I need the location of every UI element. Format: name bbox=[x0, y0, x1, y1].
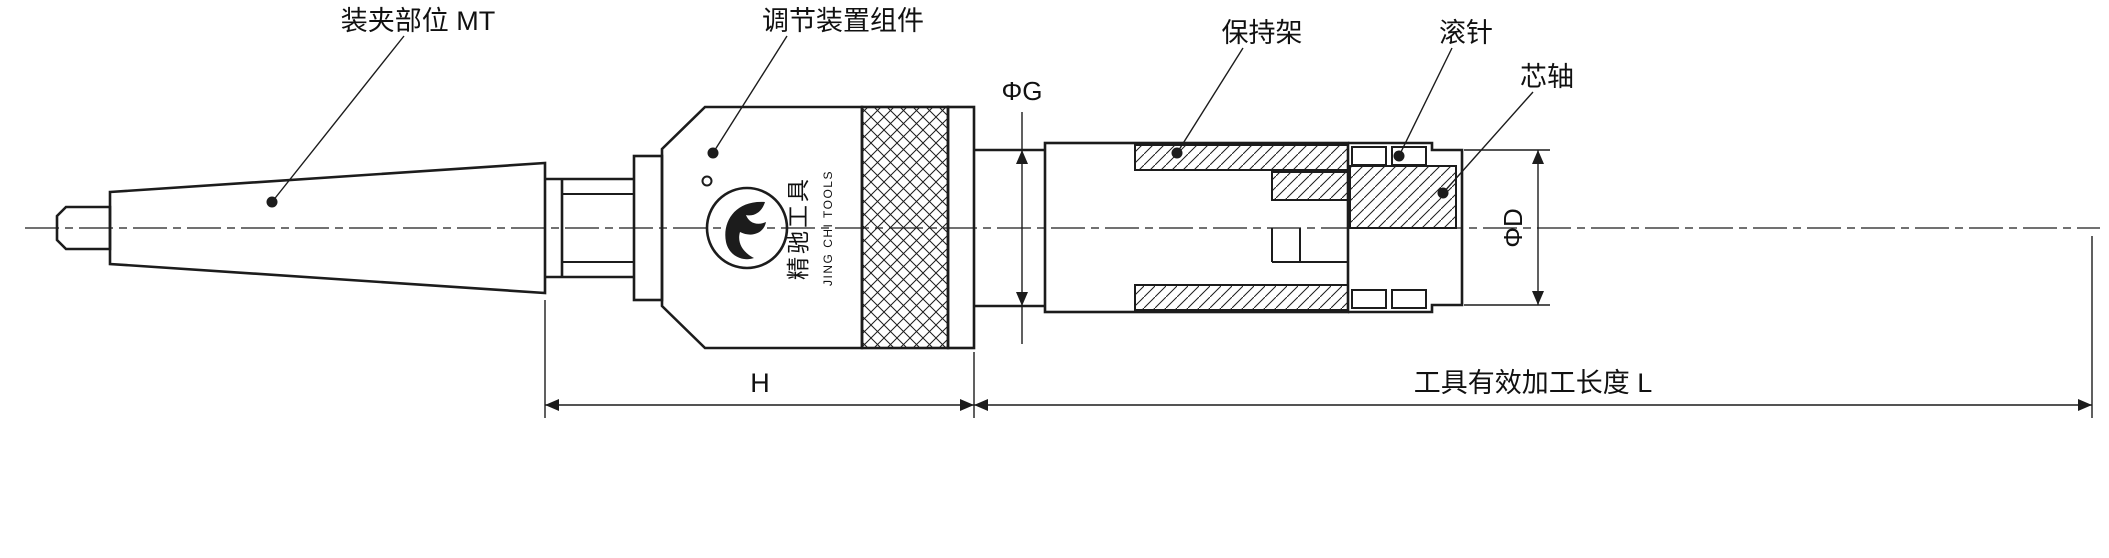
dim-d-arrow-bottom bbox=[1532, 291, 1544, 305]
needle-roller-bottom-rear bbox=[1351, 289, 1387, 309]
dim-h-arrow-right bbox=[960, 399, 974, 411]
label-needle-roller: 滚针 bbox=[1439, 18, 1493, 48]
dim-l-arrow-left bbox=[974, 399, 988, 411]
leader-cage-dot bbox=[1171, 147, 1183, 159]
label-clamp-section: 装夹部位 MT bbox=[341, 6, 496, 36]
leader-clamp-line bbox=[271, 35, 405, 203]
mandrel-rear-section bbox=[1271, 171, 1349, 201]
end-band bbox=[946, 105, 976, 350]
adjust-nut-steps bbox=[1271, 228, 1348, 263]
cage-section-bottom bbox=[1134, 284, 1349, 311]
dim-h-arrow-left bbox=[545, 399, 559, 411]
dim-d-extension-lines bbox=[1464, 149, 1550, 306]
dim-l-arrow-right bbox=[2078, 399, 2092, 411]
needle-roller-top-front bbox=[1391, 146, 1427, 166]
mandrel-front-section bbox=[1349, 165, 1457, 229]
step-cylinder bbox=[974, 148, 1045, 308]
leader-mandrel-line bbox=[1442, 91, 1534, 194]
needle-roller-bottom-front bbox=[1391, 289, 1427, 309]
leader-adjuster-line bbox=[712, 35, 788, 154]
label-dia-g: ΦG bbox=[1002, 76, 1043, 106]
neck bbox=[545, 177, 634, 279]
leader-clamp-dot bbox=[266, 196, 278, 208]
dim-g-arrow-bottom bbox=[1016, 292, 1028, 306]
dim-extension-lines bbox=[544, 236, 2093, 418]
dim-g-arrow-top bbox=[1016, 150, 1028, 164]
label-adjuster-assembly: 调节装置组件 bbox=[762, 6, 924, 36]
leader-adjuster-dot bbox=[707, 147, 719, 159]
neck-flats bbox=[562, 193, 634, 263]
label-mandrel: 芯轴 bbox=[1520, 62, 1574, 92]
leader-roller-dot bbox=[1393, 150, 1405, 162]
set-screw-hole bbox=[701, 175, 713, 187]
leader-roller-line bbox=[1398, 47, 1453, 157]
label-dia-d: ΦD bbox=[1498, 208, 1528, 248]
logo-text-en: JING CHI TOOLS bbox=[821, 170, 835, 286]
needle-roller-top-rear bbox=[1351, 146, 1387, 166]
logo-bird-icon bbox=[725, 201, 766, 260]
label-cage: 保持架 bbox=[1222, 18, 1303, 48]
logo-circle bbox=[705, 186, 789, 270]
morse-taper bbox=[108, 161, 547, 295]
knurl-band bbox=[860, 105, 950, 350]
head-outline bbox=[1348, 141, 1464, 314]
label-dim-l: 工具有效加工长度 L bbox=[1414, 368, 1653, 398]
cage-section-top bbox=[1134, 144, 1349, 171]
logo-text-cn: 精驰工具 bbox=[785, 176, 811, 280]
label-dim-h: H bbox=[750, 368, 770, 398]
outer-sleeve bbox=[1043, 141, 1350, 314]
leader-mandrel-dot bbox=[1437, 187, 1449, 199]
dim-d-arrow-top bbox=[1532, 150, 1544, 164]
leader-cage-line bbox=[1176, 47, 1244, 154]
